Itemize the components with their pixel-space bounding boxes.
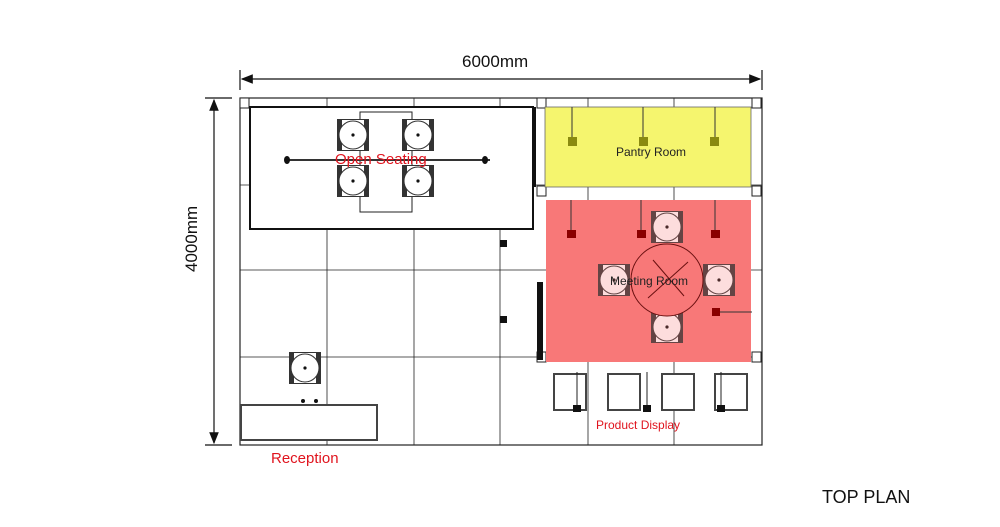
reception-label: Reception <box>271 450 339 467</box>
product-display-label: Product Display <box>596 418 681 432</box>
reception-desk <box>240 351 378 441</box>
product-display-area <box>553 372 748 412</box>
open-seating-label: Open Seating <box>335 151 427 168</box>
width-dimension <box>239 70 763 90</box>
meeting-room-label: Meeting Room <box>610 274 689 288</box>
height-dimension <box>205 97 232 446</box>
open-seating-area <box>249 106 536 230</box>
plan-title: TOP PLAN <box>822 487 911 507</box>
pantry-room <box>544 106 752 188</box>
meeting-room <box>500 200 752 362</box>
height-label: 4000mm <box>182 205 201 272</box>
width-label: 6000mm <box>462 52 529 71</box>
pantry-room-label: Pantry Room <box>616 145 687 159</box>
